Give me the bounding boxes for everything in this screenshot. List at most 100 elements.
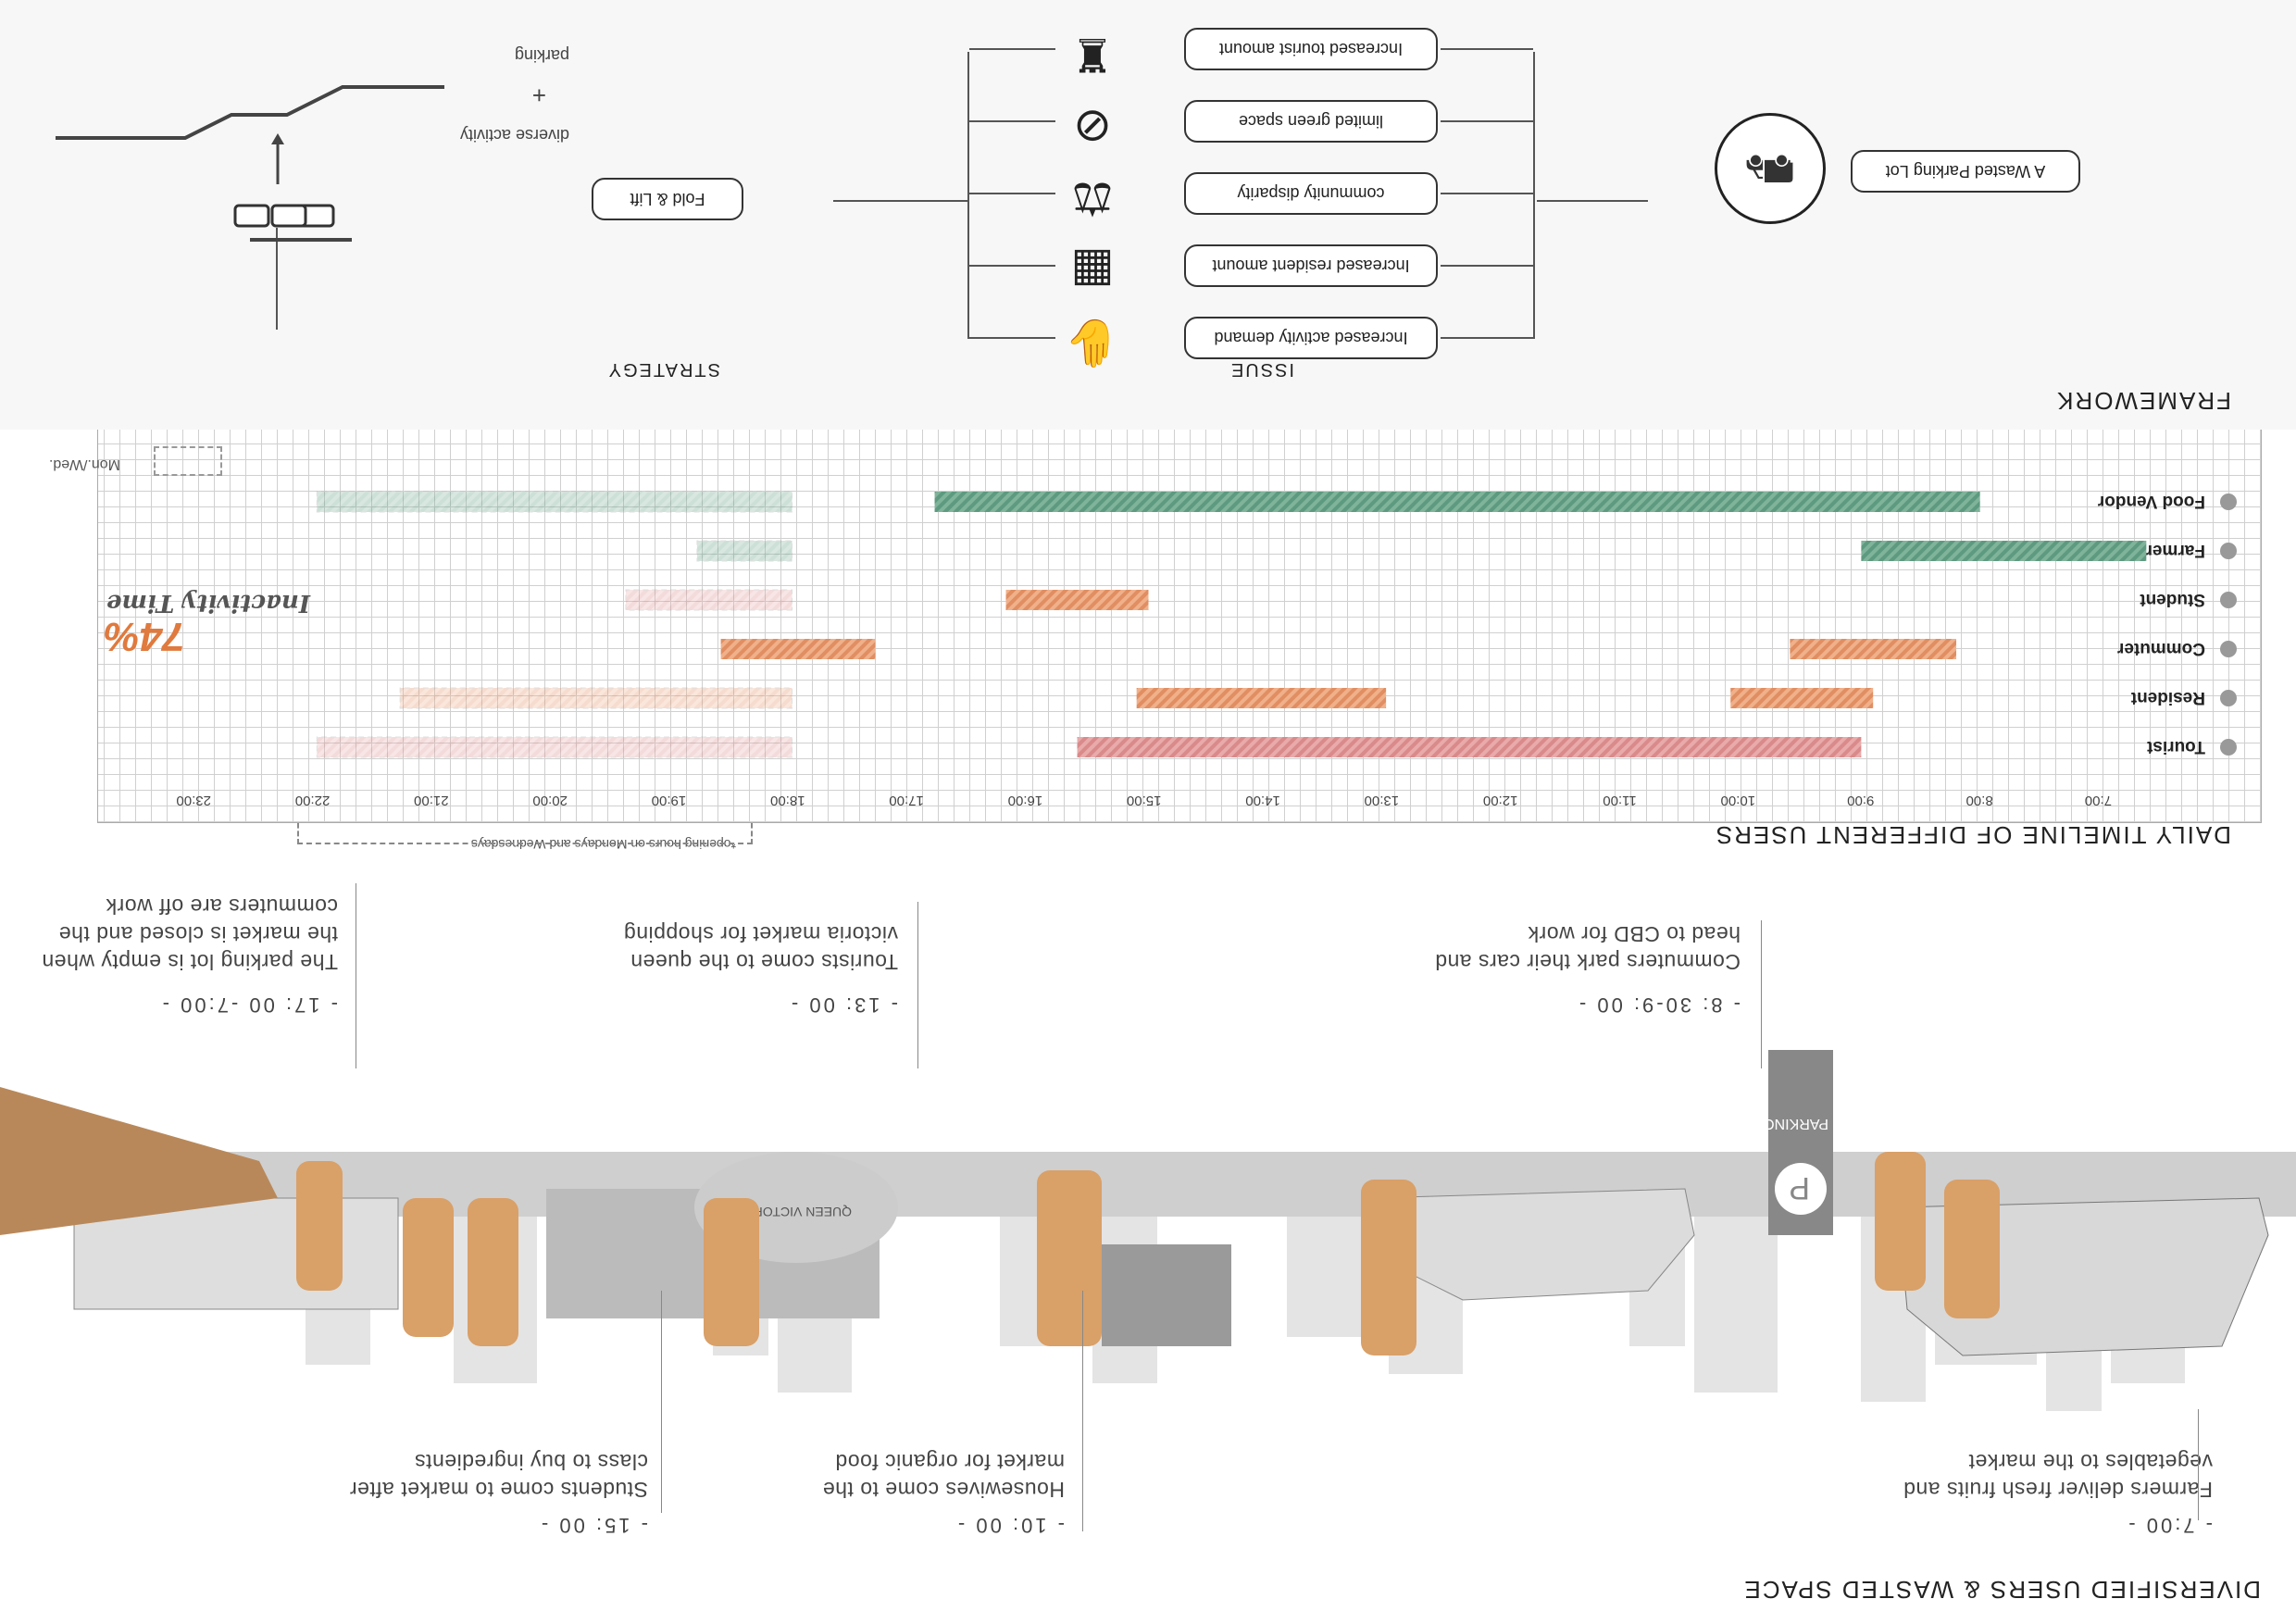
issue-pill: Increased resident amount (1184, 244, 1438, 287)
commuter-icon (2220, 641, 2237, 657)
user-label: Commuter (2116, 639, 2205, 658)
caption-830am-text: Commuters park their cars and head to CB… (1434, 922, 1741, 974)
market-sign: QUEEN VICTORIA (741, 1205, 852, 1219)
daily-timeline-title: DAILY TIMELINE OF DIFFERENT USERS (1714, 821, 2231, 849)
caption-10am-line (1082, 1291, 1083, 1531)
origin-pill: A Wasted Parking Lot (1851, 150, 2080, 193)
caption-5pm-time: - 17: 00 -7:00 - (159, 993, 338, 1017)
scene-collage: P PARKING QUEEN VICTORIA (0, 883, 2296, 1624)
wooden-deck (0, 1087, 278, 1235)
parking-lot-icon: ⛟ (1715, 113, 1826, 224)
timeline-bar-resident (1136, 688, 1387, 708)
hour-label: 15:00 (1127, 793, 1162, 808)
hour-label: 17:00 (889, 793, 924, 808)
caption-10am-time: - 10: 00 - (955, 1514, 1065, 1537)
timeline-bar-food-vendor (934, 492, 1980, 512)
hour-label: 11:00 (1603, 793, 1636, 808)
activity-icon: ✋ (1063, 318, 1122, 369)
issue-pill: limited green space (1184, 100, 1438, 143)
people-figures (296, 1152, 2000, 1355)
issue-connector-right (969, 265, 1055, 267)
hour-label: 19:00 (652, 793, 687, 808)
inactivity-label: Inactivity Time (106, 589, 310, 617)
hour-label: 21:00 (414, 793, 449, 808)
diagram-top-label: parking (514, 46, 569, 65)
caption-7am-time: - 7:00 - (2126, 1514, 2213, 1537)
farmer-icon (2220, 543, 2237, 559)
user-label: Food Vendor (2097, 492, 2205, 511)
parking-sign-letter: P (1789, 1170, 1810, 1206)
strategy-pill: Fold & Lift (592, 178, 743, 220)
origin-connector-h (1537, 200, 1648, 202)
timeline-bar-commuter (720, 639, 876, 659)
parking-sign-text: PARKING (1763, 1116, 1828, 1131)
caption-3pm-time: - 15: 00 - (538, 1514, 648, 1537)
hour-label: 23:00 (176, 793, 211, 808)
timeline-bar-farmer (1861, 541, 2147, 561)
mon-wed-legend-swatch (154, 446, 222, 476)
diagram-cars (233, 204, 335, 228)
mon-wed-legend-label: Mon./Wed. (48, 456, 120, 472)
issue-connector (1441, 48, 1533, 50)
caption-7am-text: Farmers deliver fresh fruits and vegetab… (1903, 1450, 2213, 1502)
issue-connector-right (969, 193, 1055, 194)
issue-connector (1441, 120, 1533, 122)
building-icon: ▦ (1070, 245, 1115, 297)
no-green-icon: ⊘ (1073, 101, 1112, 153)
caption-5pm-text: The parking lot is empty when the market… (41, 894, 338, 974)
user-label: Tourist (2146, 737, 2205, 756)
timeline-bar-tourist (1077, 737, 1862, 757)
caption-1pm-time: - 13: 00 - (788, 993, 898, 1017)
user-label: Resident (2130, 688, 2205, 707)
timeline-bar-resident (399, 687, 793, 709)
issue-pill: Increased tourist amount (1184, 28, 1438, 70)
strategy-title: STRATEGY (606, 359, 720, 380)
tourist-group-icon: ♜ (1071, 29, 1114, 81)
inactivity-value: 74% (103, 614, 185, 659)
hour-label: 22:00 (295, 793, 331, 808)
caption-3pm-line (661, 1291, 662, 1513)
timeline-bar-resident (1730, 688, 1874, 708)
collage-graphics: P PARKING QUEEN VICTORIA (0, 1050, 2296, 1411)
issues-connector-h (833, 200, 967, 202)
caption-830am-time: - 8: 30-9: 00 - (1576, 993, 1741, 1017)
student-icon (2220, 592, 2237, 608)
produce-crates (1102, 1244, 1231, 1346)
timeline-bar-student (625, 589, 793, 611)
hour-label: 14:00 (1245, 793, 1280, 808)
hour-label: 18:00 (770, 793, 805, 808)
disparity-icon: ⚖ (1071, 173, 1114, 225)
parking-sign-circle (1775, 1163, 1827, 1215)
diagram-bottom-label: diverse activity (459, 126, 569, 144)
framework-title: FRAMEWORK (2055, 387, 2231, 415)
timeline-bar-food-vendor (316, 491, 793, 513)
hour-label: 8:00 (1965, 793, 1992, 808)
timeline-bar-tourist (316, 736, 793, 758)
issue-title: ISSUE (1229, 359, 1294, 380)
issue-pill: community disparity (1184, 172, 1438, 215)
caption-7am-line (2198, 1409, 2199, 1520)
issue-connector (1441, 337, 1533, 339)
timeline-bar-farmer (696, 540, 793, 562)
diagram-plus: + (531, 81, 546, 109)
caption-10am-text: Housewives come to the market for organi… (822, 1450, 1065, 1502)
hour-label: 9:00 (1847, 793, 1874, 808)
hour-label: 12:00 (1483, 793, 1518, 808)
caption-1pm-line (917, 902, 918, 1068)
user-label: Farmer (2145, 541, 2205, 560)
caption-1pm-text: Tourists come to the queen victoria mark… (623, 922, 898, 974)
hour-label: 7:00 (2085, 793, 2112, 808)
hour-label: 10:00 (1721, 793, 1756, 808)
framework-section: FRAMEWORK A Wasted Parking Lot ⛟ ISSUE I… (0, 0, 2296, 430)
issue-connector (1441, 265, 1533, 267)
fold-lift-diagram (56, 85, 444, 242)
user-label: Student (2140, 590, 2205, 609)
timeline-marks: 7:008:009:0010:0011:0012:0013:0014:0015:… (176, 491, 2237, 808)
issue-connector-right (969, 120, 1055, 122)
issue-connector (1441, 193, 1533, 194)
hour-label: 16:00 (1008, 793, 1043, 808)
issue-connector-right (969, 337, 1055, 339)
caption-3pm-text: Students come to market after class to b… (349, 1450, 648, 1502)
